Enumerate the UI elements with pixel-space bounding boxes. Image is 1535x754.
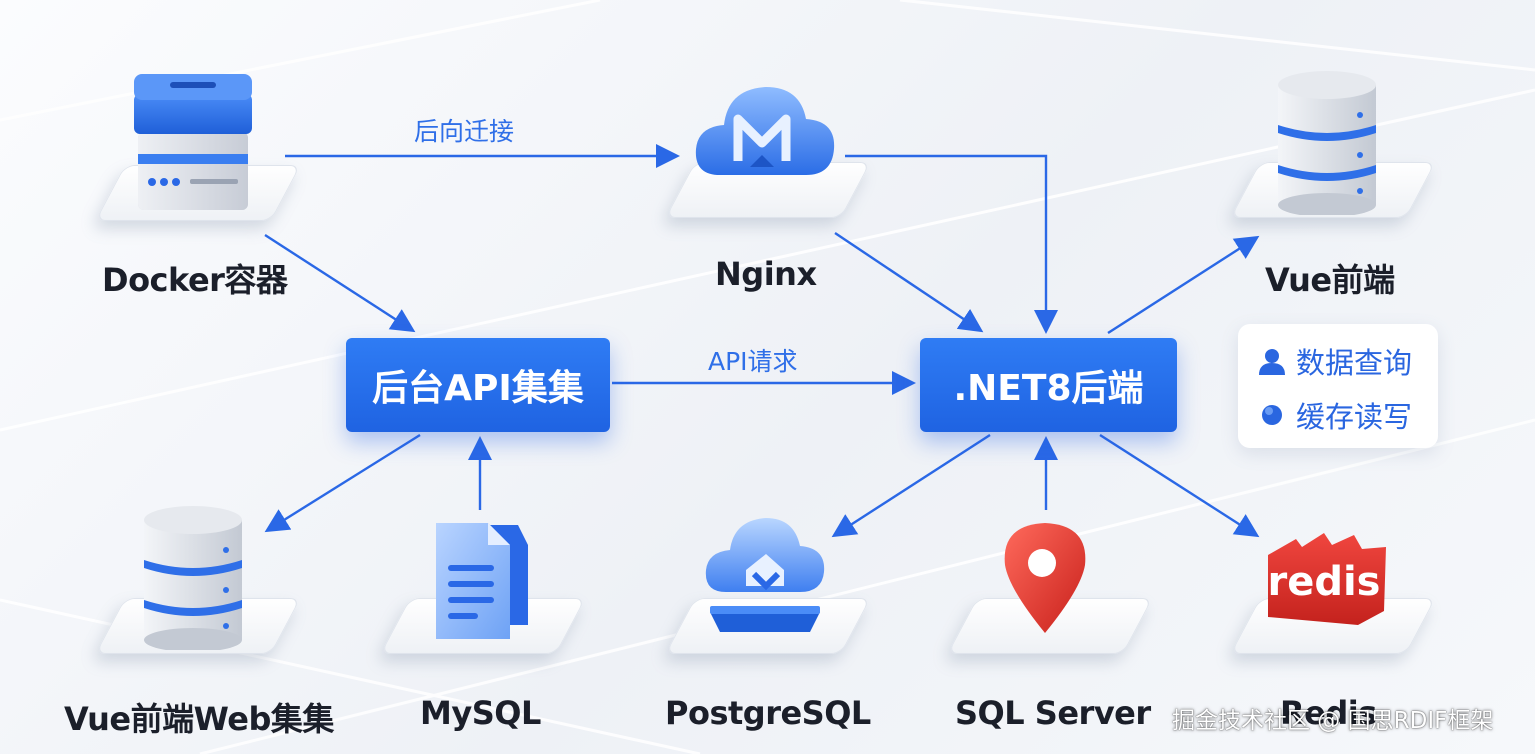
node-label-redis: Redis xyxy=(1280,694,1377,732)
node-label-vue-frontend: Vue前端 xyxy=(1265,261,1395,299)
arrow-nginx-net8 xyxy=(834,232,984,333)
legend-label-cache: 缓存读写 xyxy=(1296,400,1413,434)
watermark: 掘金技术社区 @ 国思RDIF框架 xyxy=(1172,708,1494,734)
node-label-sqlserver: SQL Server xyxy=(955,694,1151,732)
node-label-nginx: Nginx xyxy=(715,255,817,293)
dot-icon xyxy=(1262,405,1282,425)
user-icon xyxy=(1259,349,1285,375)
location-pin-icon xyxy=(1004,523,1086,633)
cloud-icon xyxy=(695,87,835,175)
arrow-net8-postgres xyxy=(831,433,991,538)
arrow-net8-vue xyxy=(1107,235,1260,335)
cloud-upload-icon xyxy=(705,518,825,632)
node-label-mysql: MySQL xyxy=(420,694,541,732)
legend-label-query: 数据查询 xyxy=(1296,346,1413,380)
redis-logo-icon: redis xyxy=(1267,533,1386,625)
arrow-net8-redis xyxy=(1099,433,1260,538)
arrow-api-vueweb xyxy=(264,433,421,533)
hub-api-cluster: 后台API集集 xyxy=(346,338,610,432)
legend-box: 数据查询 缓存读写 xyxy=(1238,324,1438,448)
database-icon xyxy=(144,506,242,650)
redis-logo-text: redis xyxy=(1267,559,1380,605)
legend-item-cache: 缓存读写 xyxy=(1256,394,1412,436)
legend-item-query: 数据查询 xyxy=(1256,340,1412,382)
arrow-nginx-net8-elbow xyxy=(845,154,1058,334)
edge-label-api-request: API请求 xyxy=(708,347,798,376)
node-label-postgres: PostgreSQL xyxy=(665,694,871,732)
database-icon xyxy=(1278,71,1376,215)
edge-label-reverse-proxy: 后向迁接 xyxy=(414,117,515,146)
node-label-docker: Docker容器 xyxy=(102,261,288,299)
document-icon xyxy=(436,523,528,639)
hub-net8-backend: .NET8后端 xyxy=(920,338,1177,432)
node-label-vue-web: Vue前端Web集集 xyxy=(64,700,334,738)
arrow-docker-api xyxy=(264,233,416,333)
server-icon xyxy=(134,74,252,210)
